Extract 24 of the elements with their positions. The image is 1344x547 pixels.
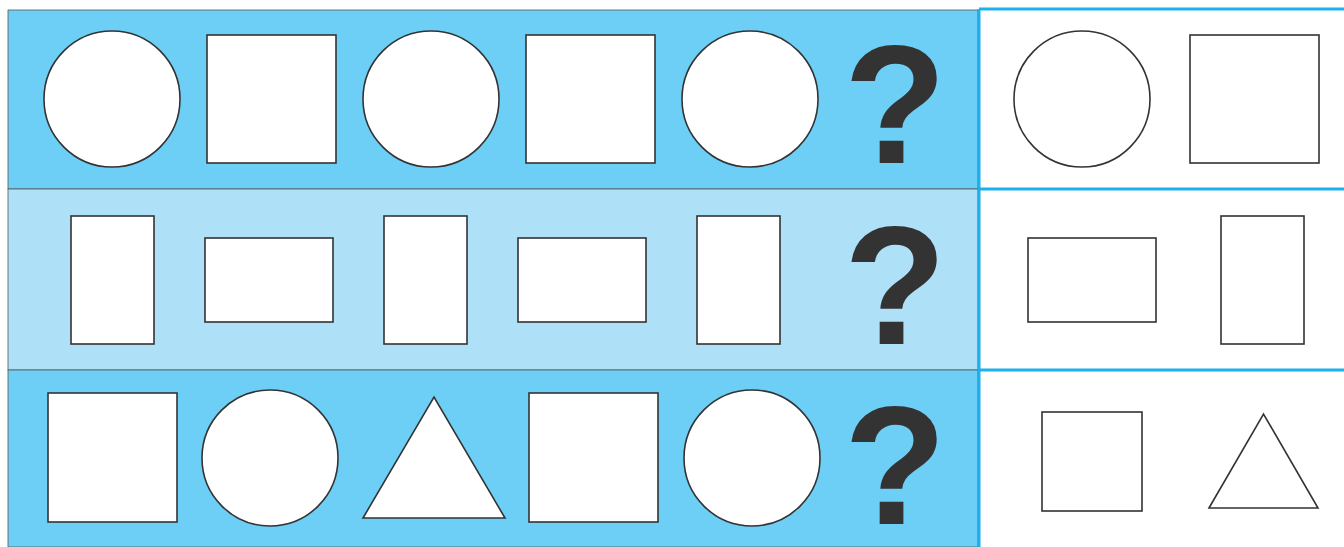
rectangle-shape	[1220, 215, 1305, 345]
rectangle-shape	[696, 215, 781, 345]
square-shape	[1041, 411, 1143, 512]
circle-shape	[683, 389, 821, 527]
square-shape	[525, 34, 656, 164]
rectangle-shape	[70, 215, 155, 345]
circle-shape	[201, 389, 339, 527]
question-mark: ?	[842, 202, 948, 370]
rectangle-shape	[1027, 237, 1157, 323]
square-shape	[528, 392, 659, 523]
question-mark: ?	[842, 21, 948, 189]
rectangle-shape	[204, 237, 334, 323]
question-mark: ?	[842, 382, 948, 547]
rectangle-shape	[383, 215, 468, 345]
square-shape	[47, 392, 178, 523]
circle-shape	[681, 30, 819, 168]
square-shape	[206, 34, 337, 164]
circle-shape	[1013, 30, 1151, 168]
rectangle-shape	[517, 237, 647, 323]
triangle-shape	[361, 395, 507, 519]
circle-shape	[43, 30, 181, 168]
triangle-shape	[1207, 412, 1320, 509]
square-shape	[1189, 34, 1320, 164]
circle-shape	[362, 30, 500, 168]
